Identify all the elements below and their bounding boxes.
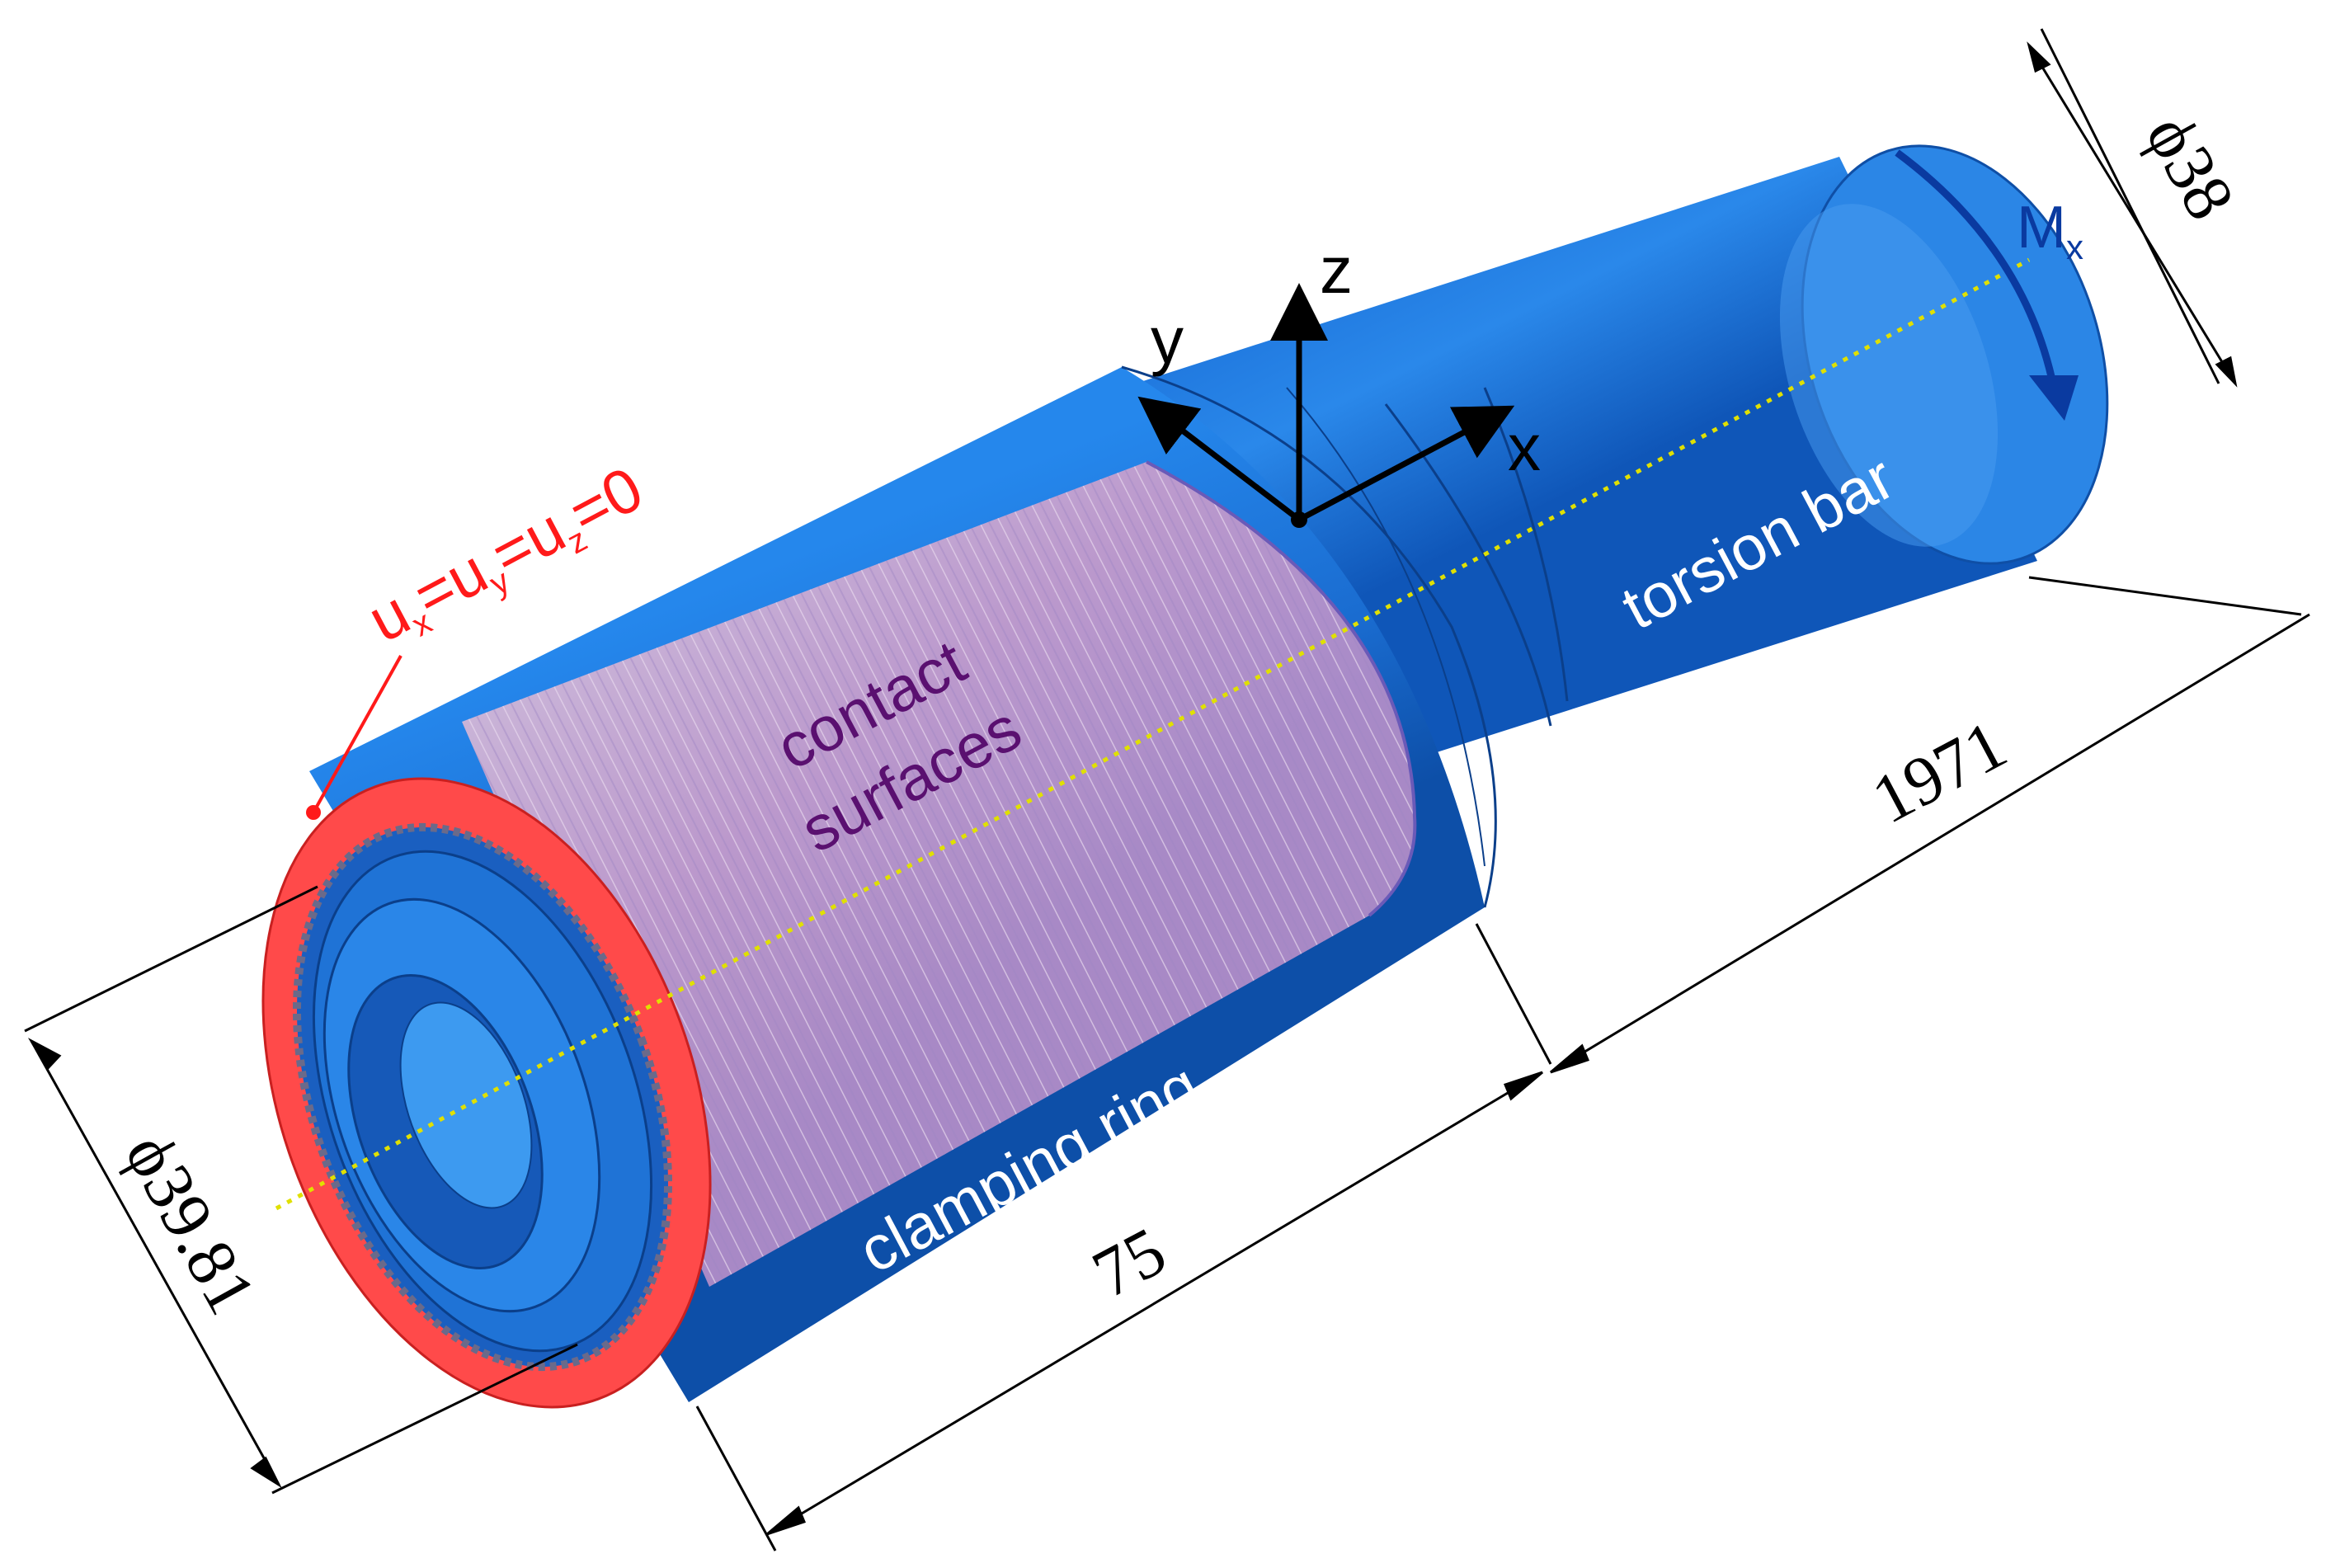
boundary-condition-dot bbox=[306, 805, 321, 820]
axis-y-arrow bbox=[1137, 396, 1302, 522]
dimension-left-diameter bbox=[24, 885, 578, 1495]
front-face-bore-inner bbox=[399, 1001, 533, 1209]
dimension-bar-length bbox=[1550, 576, 2310, 1074]
dimension-right-diameter bbox=[2027, 28, 2238, 388]
moment-arrow bbox=[1895, 149, 2058, 388]
coordinate-origin bbox=[1291, 511, 1307, 528]
right-diameter-label: ϕ38 bbox=[2130, 102, 2249, 232]
moment-arrowhead bbox=[2029, 375, 2079, 421]
clamping-ring-end-rim bbox=[1121, 365, 1497, 908]
moment-label: Mx bbox=[2017, 195, 2083, 266]
contact-surfaces-ridges bbox=[462, 462, 1415, 1287]
axis-x-arrow bbox=[1297, 405, 1515, 523]
dimension-ring-length bbox=[695, 923, 1552, 1552]
moment-annotation: Mx bbox=[1895, 149, 2083, 421]
central-axis bbox=[275, 257, 2031, 1211]
coordinate-system: z y x bbox=[1137, 233, 1541, 528]
torsion-bar-step-1 bbox=[1384, 403, 1552, 727]
clamping-ring-inner-rim bbox=[1286, 387, 1485, 867]
axis-y-label: y bbox=[1151, 304, 1184, 377]
axis-z-label: z bbox=[1320, 233, 1353, 307]
boundary-condition-leader bbox=[312, 655, 403, 813]
contact-surfaces-outline bbox=[1146, 460, 1417, 917]
axis-x-label: x bbox=[1508, 411, 1541, 484]
bar-length-label: 1971 bbox=[1860, 706, 2018, 839]
contact-surfaces-region bbox=[462, 460, 1417, 1287]
torsion-bar-end-highlight bbox=[1779, 204, 1999, 547]
